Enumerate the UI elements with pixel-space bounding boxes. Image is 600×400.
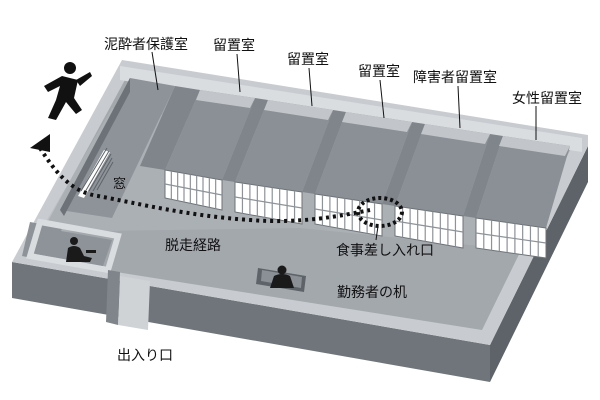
- leader-drunk-room: [151, 51, 159, 91]
- cell-walls: [140, 86, 503, 218]
- leader-disabled-cell: [457, 85, 461, 129]
- entrance-wall-left: [106, 270, 120, 325]
- cell-crossbar: [394, 220, 464, 233]
- label-cell-3: 留置室: [358, 63, 400, 80]
- label-female-cell: 女性留置室: [512, 90, 582, 107]
- food-slot-marker: [356, 196, 404, 228]
- window-bars: [78, 147, 114, 198]
- label-cell-2: 留置室: [287, 51, 329, 68]
- cell-crossbar: [234, 196, 303, 209]
- entrance-opening: [118, 276, 150, 330]
- leader-food-slot: [375, 225, 379, 241]
- leader-cell-1: [236, 53, 241, 93]
- label-entrance: 出入り口: [117, 348, 173, 364]
- seated-person-icon: [66, 237, 96, 262]
- cell-bar-lines: [164, 171, 547, 257]
- officer-at-desk-icon: [270, 265, 294, 288]
- cell-crossbar: [475, 232, 547, 244]
- label-food-slot: 食事差し入れ口: [336, 242, 434, 259]
- cell-back-walls: [196, 90, 570, 156]
- cell-interiors: [165, 90, 570, 228]
- drunk-room-left-wall: [60, 78, 130, 216]
- running-person-icon: [44, 62, 92, 120]
- label-disabled-cell: 障害者留置室: [413, 69, 497, 86]
- leader-cell-2: [308, 67, 313, 107]
- label-window: 窓: [113, 176, 126, 192]
- label-officer-desk: 勤務者の机: [337, 285, 407, 301]
- label-drunk-room: 泥酔者保護室: [104, 36, 188, 53]
- building-right-wall: [490, 146, 588, 382]
- leader-cell-3: [379, 79, 385, 119]
- cell-crossbar: [164, 183, 223, 196]
- escape-route-path: [38, 146, 371, 224]
- escape-route-arrowhead: [30, 134, 50, 152]
- label-cell-1: 留置室: [213, 37, 255, 54]
- label-escape-route: 脱走経路: [165, 238, 221, 254]
